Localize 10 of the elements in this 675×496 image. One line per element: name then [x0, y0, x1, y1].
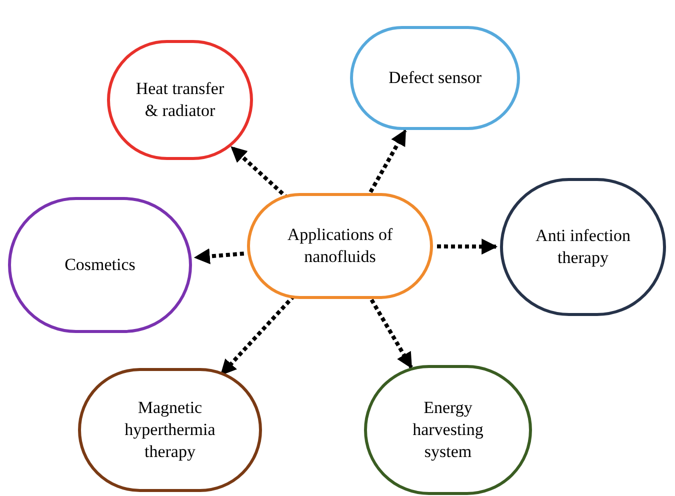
node-label: Magnetic hyperthermia therapy: [124, 396, 216, 464]
node-label: Energy harvesting system: [412, 396, 484, 464]
dotted-arrow: [194, 248, 244, 264]
node-label: Applications of nanofluids: [286, 224, 394, 268]
dotted-arrow: [437, 238, 498, 255]
node-label: Anti infection therapy: [534, 224, 632, 269]
node-label: Cosmetics: [64, 254, 136, 276]
node-label: Defect sensor: [388, 66, 482, 89]
dotted-arrow: [368, 129, 407, 194]
node-label: Heat transfer & radiator: [134, 78, 226, 122]
